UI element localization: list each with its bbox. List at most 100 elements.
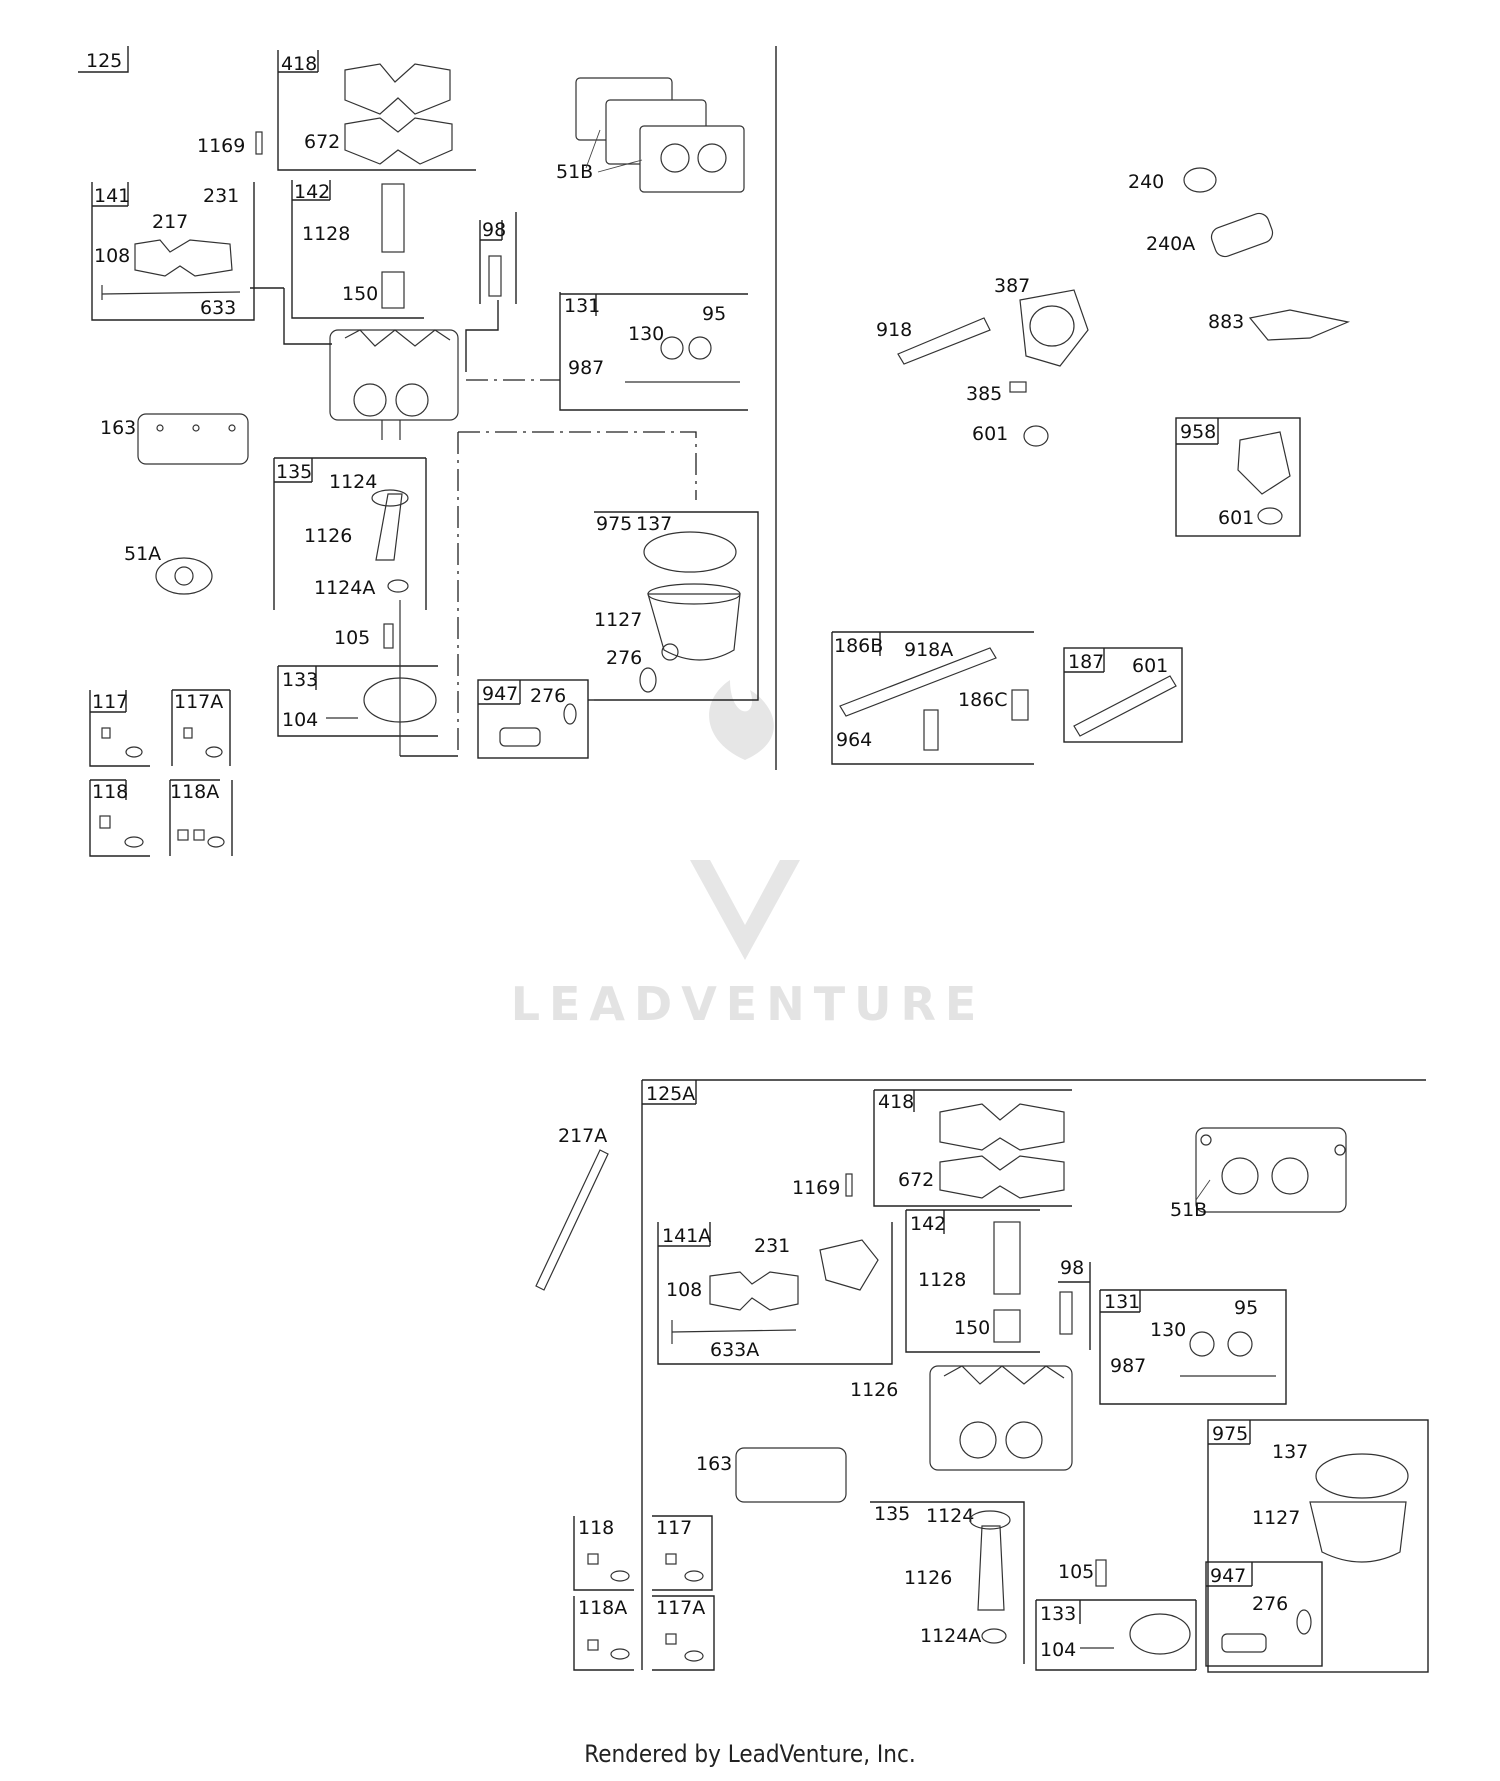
callout-186B[interactable]: 186B [834,635,883,657]
bracket-150[interactable] [381,271,405,309]
callout-1124A[interactable]: 1124A [314,577,375,599]
callout-1127[interactable]: 1127 [594,609,642,631]
callout-b105[interactable]: 105 [1058,1561,1094,1583]
callout-b1126b[interactable]: 1126 [904,1567,952,1589]
callout-b231[interactable]: 231 [754,1235,790,1257]
callout-b1124A[interactable]: 1124A [920,1625,981,1647]
callout-240[interactable]: 240 [1128,171,1164,193]
callout-95[interactable]: 95 [702,303,726,325]
callout-385[interactable]: 385 [966,383,1002,405]
solenoid-b947[interactable] [1221,1633,1267,1653]
callout-387[interactable]: 387 [994,275,1030,297]
callout-b987[interactable]: 987 [1110,1355,1146,1377]
callout-b135[interactable]: 135 [874,1503,910,1525]
solenoid-947[interactable] [499,727,541,747]
callout-1126[interactable]: 1126 [304,525,352,547]
callout-633[interactable]: 633 [200,297,236,319]
callout-b1124[interactable]: 1124 [926,1505,974,1527]
filter-240[interactable] [1183,167,1217,193]
callout-b133[interactable]: 133 [1040,1603,1076,1625]
plate-108[interactable] [134,239,233,277]
pump-387[interactable] [1019,289,1089,367]
callout-601[interactable]: 601 [972,423,1008,445]
callout-135[interactable]: 135 [276,461,312,483]
callout-b130[interactable]: 130 [1150,1319,1186,1341]
callout-b150[interactable]: 150 [954,1317,990,1339]
callout-b418[interactable]: 418 [878,1091,914,1113]
callout-b1169[interactable]: 1169 [792,1177,840,1199]
callout-b142[interactable]: 142 [910,1213,946,1235]
callout-b975[interactable]: 975 [1212,1423,1248,1445]
callout-b1127[interactable]: 1127 [1252,1507,1300,1529]
gasket-b672[interactable] [939,1155,1065,1199]
callout-104[interactable]: 104 [282,709,318,731]
carburetor-body[interactable] [329,329,459,440]
callout-1124[interactable]: 1124 [329,471,377,493]
callout-217A[interactable]: 217A [558,1125,607,1147]
callout-975[interactable]: 975 [596,513,632,535]
callout-130[interactable]: 130 [628,323,664,345]
callout-b131[interactable]: 131 [1104,1291,1140,1313]
callout-108[interactable]: 108 [94,245,130,267]
callout-947[interactable]: 947 [482,683,518,705]
gasket-672[interactable] [344,117,453,165]
callout-137[interactable]: 137 [636,513,672,535]
callout-142[interactable]: 142 [294,181,330,203]
callout-b95[interactable]: 95 [1234,1297,1258,1319]
kit-118A[interactable]: 118A [169,779,233,856]
kit-117A[interactable]: 117A [171,689,231,766]
callout-418[interactable]: 418 [281,53,317,75]
callout-b163[interactable]: 163 [696,1453,732,1475]
callout-186C[interactable]: 186C [958,689,1008,711]
filter-240A[interactable] [1209,211,1276,260]
kit-b117A[interactable]: 117A [652,1595,715,1671]
callout-141[interactable]: 141 [94,185,130,207]
callout-b137[interactable]: 137 [1272,1441,1308,1463]
callout-b276[interactable]: 276 [1252,1593,1288,1615]
callout-125A[interactable]: 125A [646,1083,695,1105]
callout-51B[interactable]: 51B [556,161,593,183]
clamp-601[interactable] [1023,425,1049,447]
bowl-b975[interactable] [1309,1501,1407,1563]
gasket-51A[interactable] [155,557,213,595]
callout-b108[interactable]: 108 [666,1279,702,1301]
gasket-b51B[interactable] [1195,1127,1347,1213]
carburetor-body-b[interactable] [929,1365,1073,1471]
gasket-b163[interactable] [735,1447,847,1503]
bowl-975[interactable] [647,593,741,661]
callout-b51B[interactable]: 51B [1170,1199,1207,1221]
hose-918A[interactable] [839,647,997,717]
callout-964[interactable]: 964 [836,729,872,751]
washer-276[interactable] [639,667,657,693]
callout-918A[interactable]: 918A [904,639,953,661]
callout-883[interactable]: 883 [1208,311,1244,333]
callout-1169[interactable]: 1169 [197,135,245,157]
plate-130b[interactable] [688,336,712,360]
kit-b118[interactable]: 118 [573,1516,634,1591]
callout-b104[interactable]: 104 [1040,1639,1076,1661]
kit-117[interactable]: 117 [89,690,150,767]
callout-163[interactable]: 163 [100,417,136,439]
gasket-418[interactable] [344,63,451,115]
valve-958[interactable] [1237,431,1291,495]
callout-958[interactable]: 958 [1180,421,1216,443]
screw-1169[interactable] [255,131,263,155]
bracket-142[interactable] [381,183,405,253]
kit-b117[interactable]: 117 [652,1515,713,1591]
plate-b108[interactable] [709,1271,799,1311]
callout-276b[interactable]: 276 [530,685,566,707]
callout-187[interactable]: 187 [1068,651,1104,673]
callout-b1128[interactable]: 1128 [918,1269,966,1291]
link-b231[interactable] [819,1239,879,1291]
kit-b118A[interactable]: 118A [573,1596,634,1671]
hose-918[interactable] [897,317,991,365]
spring-98[interactable] [488,255,502,297]
gasket-b418[interactable] [939,1103,1065,1151]
callout-1128[interactable]: 1128 [302,223,350,245]
callout-133[interactable]: 133 [282,669,318,691]
callout-987[interactable]: 987 [568,357,604,379]
cleaner-217A[interactable] [535,1149,609,1291]
callout-105[interactable]: 105 [334,627,370,649]
float-1124[interactable] [375,493,403,561]
callout-131[interactable]: 131 [564,295,600,317]
